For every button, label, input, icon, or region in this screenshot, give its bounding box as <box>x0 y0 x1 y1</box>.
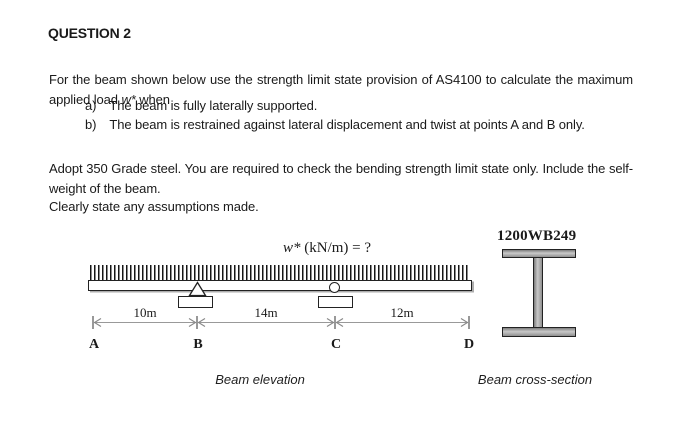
load-value-label: w* (kN/m) = ? <box>283 240 371 257</box>
list-item-b-text: The beam is restrained against lateral d… <box>109 117 585 132</box>
pin-support-icon <box>188 281 207 297</box>
dimension-arrows-icon <box>92 316 470 329</box>
beam-body <box>88 280 472 291</box>
cross-section-bottom-flange <box>502 327 576 337</box>
section-designation: 1200WB249 <box>497 228 577 244</box>
dimension-label-bc: 14m <box>254 305 278 320</box>
pin-support-pad <box>178 296 213 308</box>
question-heading: QUESTION 2 <box>48 25 131 41</box>
list-item-b-label: b) <box>85 117 97 132</box>
list-item-a: a) The beam is fully laterally supported. <box>85 98 317 113</box>
intro-text-suffix: when <box>135 91 170 107</box>
point-label-c: C <box>330 337 342 352</box>
assumptions-note: Clearly state any assumptions made. <box>49 199 259 214</box>
point-label-a: A <box>88 337 100 352</box>
roller-support-pad <box>318 296 353 308</box>
intro-paragraph: For the beam shown below use the strengt… <box>49 70 633 109</box>
beam-elevation-caption: Beam elevation <box>215 372 305 387</box>
load-label-variable: w* <box>283 240 301 256</box>
steel-grade-paragraph: Adopt 350 Grade steel. You are required … <box>49 161 633 196</box>
roller-support-icon <box>329 282 340 293</box>
dimension-label-ab: 10m <box>133 305 157 320</box>
load-label-units: (kN/m) = ? <box>300 240 372 256</box>
cross-section-web <box>533 258 543 327</box>
beam-cross-section-caption: Beam cross-section <box>477 372 593 387</box>
list-item-a-label: a) <box>85 98 97 113</box>
distributed-load-hatch-icon <box>90 265 469 280</box>
load-variable: w* <box>121 91 136 107</box>
dimension-label-cd: 12m <box>390 305 414 320</box>
list-item-a-text: The beam is fully laterally supported. <box>109 98 318 113</box>
list-item-b: b) The beam is restrained against lateral… <box>85 117 585 132</box>
intro-text-prefix: For the beam shown below use the strengt… <box>49 72 633 107</box>
point-label-d: D <box>463 337 475 352</box>
point-label-b: B <box>193 337 203 352</box>
cross-section-top-flange <box>502 249 576 258</box>
